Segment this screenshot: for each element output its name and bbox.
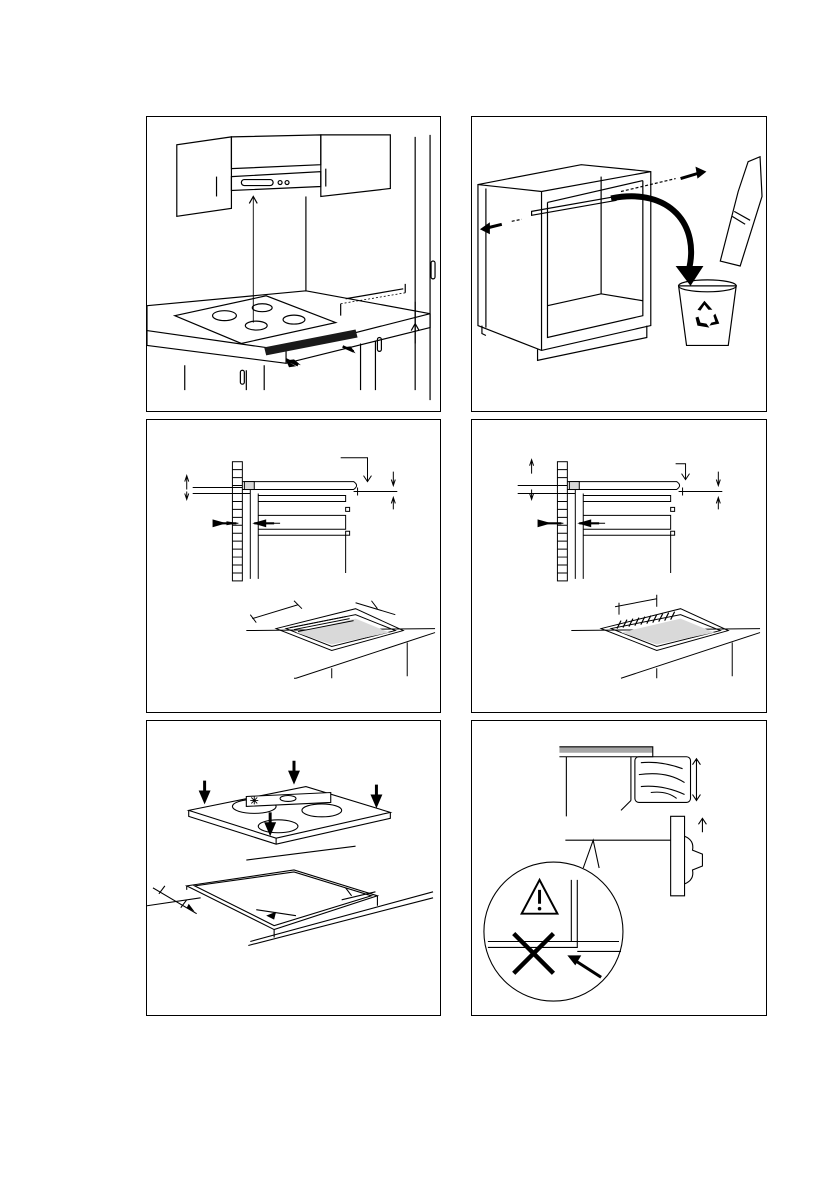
- panel-insert-hob: [146, 720, 441, 1016]
- upper-cabinet-left: [177, 137, 232, 216]
- panel-cutout-front-drawer: [146, 419, 441, 713]
- illustration-warning-detail: [472, 721, 766, 1015]
- waste-bin: [679, 286, 737, 346]
- panel-sealing-warning: [471, 720, 767, 1016]
- cross-prohibited-icon: [514, 934, 554, 974]
- upper-cabinet-right: [321, 135, 391, 197]
- recycle-icon: [695, 301, 719, 328]
- illustration-kitchen-hob-hood: [147, 117, 440, 411]
- panel-cutout-rear-vent: [471, 419, 767, 713]
- drawer-front-strip: [264, 330, 357, 356]
- panel-remove-crossbar: [471, 116, 767, 412]
- illustration-cutout-section-b: [472, 420, 766, 712]
- illustration-cutout-section-a: [147, 420, 440, 712]
- warning-triangle-icon: [522, 880, 558, 914]
- illustration-cabinet-recycle: [472, 117, 766, 411]
- panel-hob-installation-overview: [146, 116, 441, 412]
- hob: [175, 296, 336, 344]
- snowflake-icon: [250, 796, 258, 804]
- illustration-insert-hob: [147, 721, 440, 1015]
